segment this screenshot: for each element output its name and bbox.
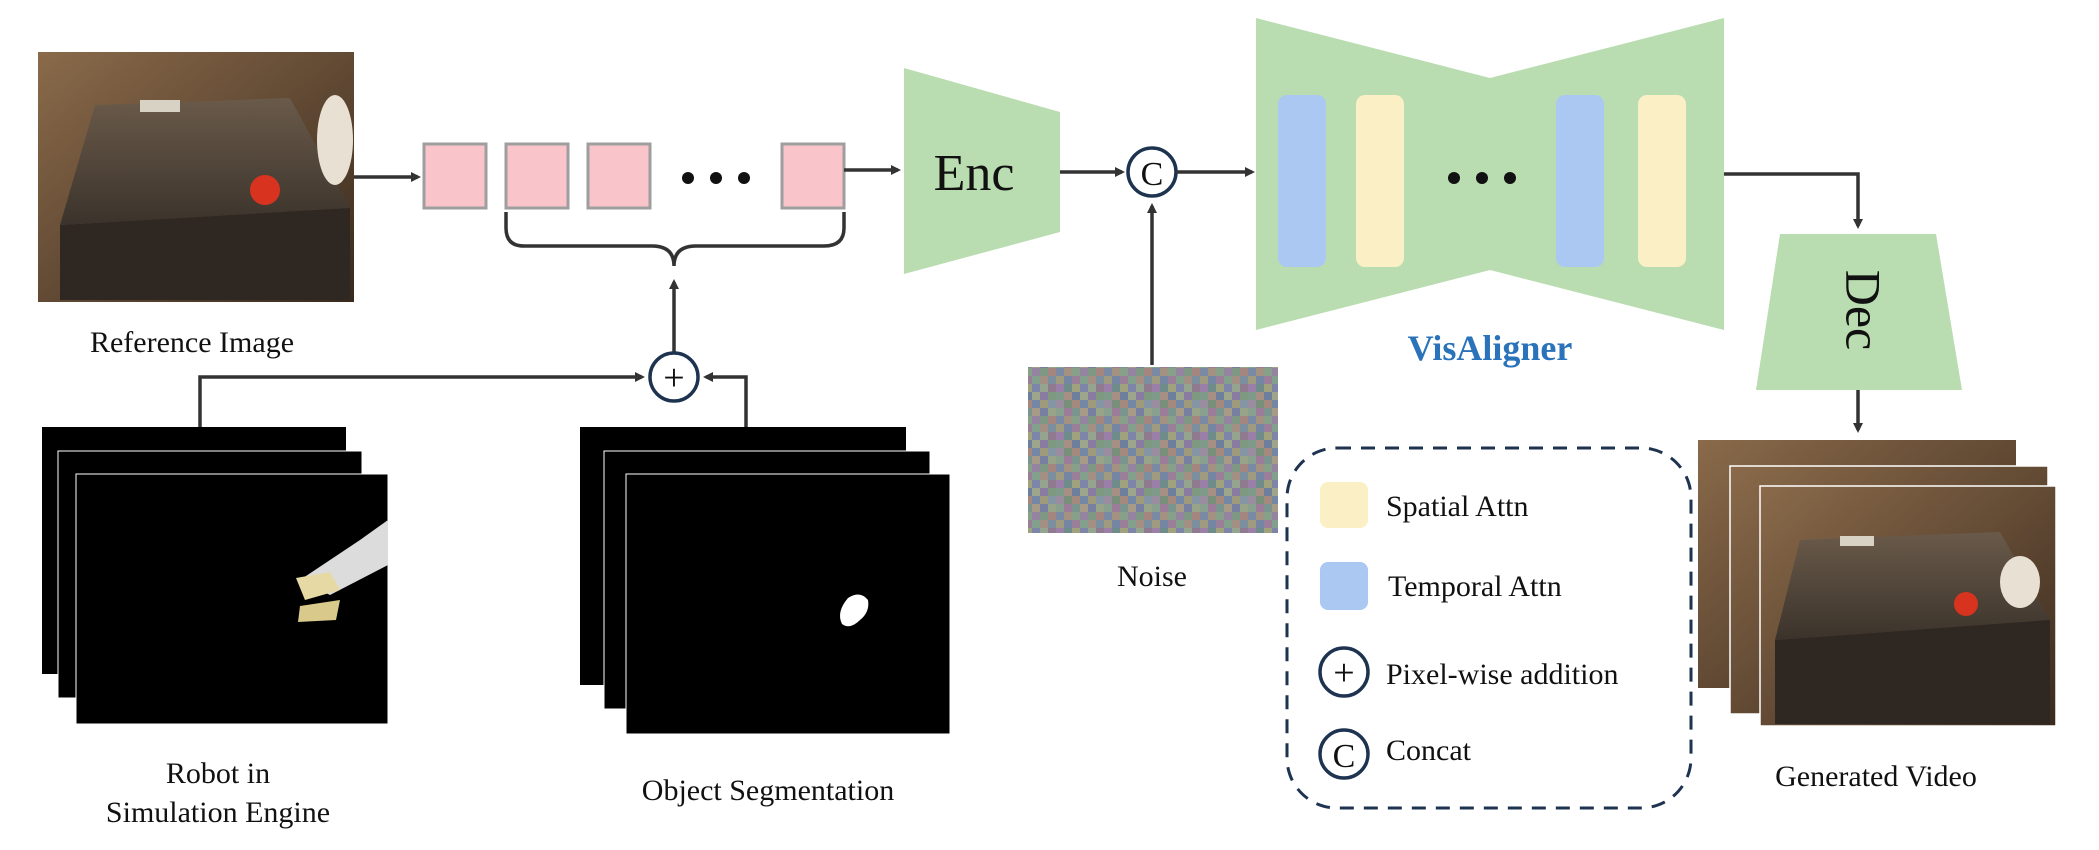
ellipsis-dot (738, 172, 750, 184)
arrow-visaligner-to-dec (1724, 172, 1863, 229)
legend-temporal-label: Temporal Attn (1388, 570, 1562, 603)
arrow-robot-to-add (198, 372, 645, 428)
ellipsis-dot (682, 172, 694, 184)
reference-image-label: Reference Image (90, 326, 294, 359)
legend-add-label: Pixel-wise addition (1386, 658, 1618, 691)
ellipsis-dot (1476, 172, 1488, 184)
legend-add-icon (1318, 646, 1370, 698)
reference-image (38, 52, 354, 302)
token-box (586, 142, 652, 210)
add-node (648, 351, 700, 403)
token-box (504, 142, 570, 210)
segmentation-mask (840, 594, 869, 627)
legend-concat-symbol: C (1333, 738, 1356, 775)
ellipsis-dot (710, 172, 722, 184)
legend-border (1285, 446, 1693, 810)
decoder-label: Dec (1836, 270, 1892, 351)
temporal-attn-block (1556, 95, 1604, 267)
arrow-seg-to-add (703, 372, 748, 428)
token-box (422, 142, 488, 210)
visaligner-label: VisAligner (1408, 328, 1573, 368)
object-segmentation-label: Object Segmentation (642, 774, 894, 807)
legend-temporal-swatch (1320, 562, 1368, 610)
token-brace (504, 212, 846, 267)
robot-label-line1: Robot in (166, 757, 270, 790)
decoder-block (1756, 234, 1962, 390)
ellipsis-dot (1448, 172, 1460, 184)
encoder-block (904, 68, 1060, 274)
concat-symbol: C (1141, 156, 1164, 193)
legend-spatial-label: Spatial Attn (1386, 490, 1529, 523)
segmentation-frames (580, 427, 951, 735)
legend-add-symbol: + (1333, 652, 1354, 694)
robot-label-line2: Simulation Engine (106, 796, 330, 829)
legend-spatial-swatch (1320, 482, 1368, 528)
ellipsis-dot (1504, 172, 1516, 184)
legend-concat-icon (1318, 728, 1370, 780)
noise-label: Noise (1117, 560, 1187, 593)
legend: Spatial Attn Temporal Attn + Pixel-wise … (1285, 446, 1693, 810)
generated-video-label: Generated Video (1775, 760, 1977, 793)
robot-frames (42, 427, 389, 725)
token-box (780, 142, 846, 210)
generated-video-frames (1698, 440, 2057, 727)
token-sequence (422, 142, 846, 210)
spatial-attn-block (1638, 95, 1686, 267)
noise-image (1028, 367, 1278, 533)
spatial-attn-block (1356, 95, 1404, 267)
encoder-label: Enc (934, 145, 1015, 202)
legend-concat-label: Concat (1386, 734, 1472, 767)
temporal-attn-block (1278, 95, 1326, 267)
add-symbol: + (663, 357, 684, 399)
